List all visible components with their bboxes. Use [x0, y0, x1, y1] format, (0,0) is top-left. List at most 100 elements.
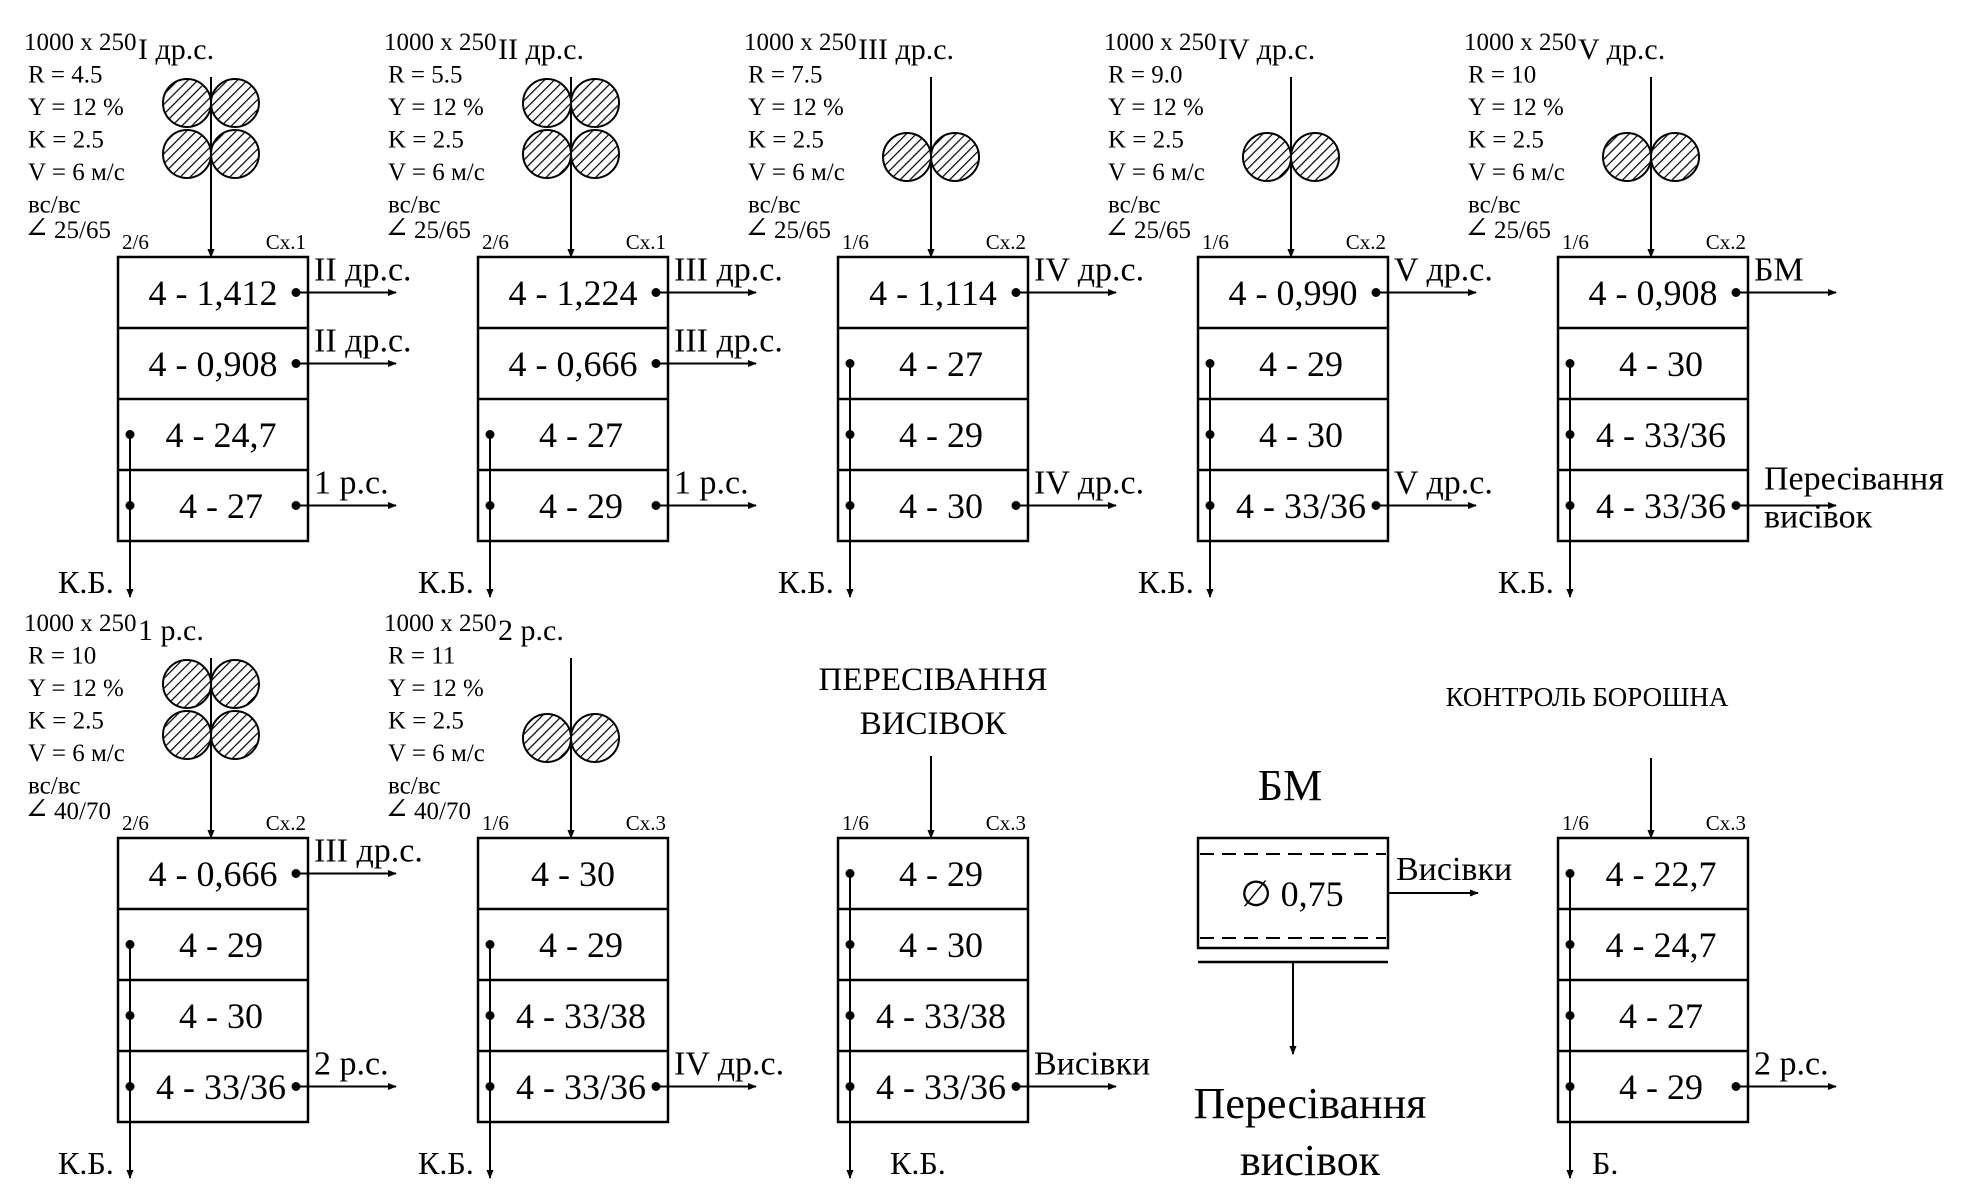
rs1-out-label-1: III др.с.	[314, 833, 423, 870]
dr5-cell-2: 4 - 30	[1619, 344, 1703, 384]
dr3-param-1: 1000 x 250	[744, 29, 857, 56]
ctrl-scheme-label: Сх.3	[1706, 811, 1746, 835]
dr3-roll-label: III др.с.	[858, 33, 954, 66]
dr3-roll-left	[882, 132, 932, 182]
rs1-out-label-4: 2 р.с.	[314, 1046, 389, 1083]
rbran-frame-label: 1/6	[842, 811, 869, 835]
rs1-roll-bottom-left	[162, 710, 212, 760]
dr5-out-label-4b: висівок	[1764, 499, 1873, 536]
dr5-frame-label: 1/6	[1562, 230, 1589, 254]
dr5-param-6: вс/вс	[1468, 192, 1520, 219]
dr4-out-label-4: V др.с.	[1394, 465, 1493, 502]
dr1-roll-top-right	[210, 78, 260, 128]
dr3-param-4: K = 2.5	[748, 127, 824, 154]
dr1-cell-2: 4 - 0,908	[149, 344, 278, 384]
dr3-angle-label: 25/65	[774, 217, 831, 244]
rs2-param-2: R = 11	[388, 643, 455, 670]
rs1-cell-3: 4 - 30	[179, 996, 263, 1036]
dr1-tail-label: К.Б.	[58, 564, 114, 600]
rbran-scheme-label: Сх.3	[986, 811, 1026, 835]
ctrl-cell-2: 4 - 24,7	[1606, 925, 1717, 965]
dr5-angle-label: 25/65	[1494, 217, 1551, 244]
dr4-scheme-label: Сх.2	[1346, 230, 1386, 254]
dr3-tail-label: К.Б.	[778, 564, 834, 600]
dr5-roll-right	[1650, 132, 1700, 182]
dr4-cell-2: 4 - 29	[1259, 344, 1343, 384]
rs1-param-4: K = 2.5	[28, 708, 104, 735]
rs2-out-label-4: IV др.с.	[674, 1046, 784, 1083]
dr5-roll-label: V др.с.	[1578, 33, 1665, 66]
rs1-tail-label: К.Б.	[58, 1145, 114, 1181]
dr4-angle-symbol: ∠	[1104, 212, 1129, 245]
dr1-param-5: V = 6 м/с	[28, 159, 125, 186]
rs2-tail-label: К.Б.	[418, 1145, 474, 1181]
dr3-scheme-label: Сх.2	[986, 230, 1026, 254]
rs1-param-3: Y = 12 %	[28, 675, 124, 702]
dr4-roll-left	[1242, 132, 1292, 182]
dr1-param-6: вс/вс	[28, 192, 80, 219]
rs2-param-3: Y = 12 %	[388, 675, 484, 702]
dr1-param-1: 1000 x 250	[24, 29, 137, 56]
rs2-cell-3: 4 - 33/38	[516, 996, 646, 1036]
rs2-roll-right	[570, 713, 620, 763]
rs2-cell-4: 4 - 33/36	[516, 1067, 646, 1107]
dr4-cell-4: 4 - 33/36	[1236, 486, 1366, 526]
rs1-angle-symbol: ∠	[24, 793, 49, 826]
dr2-cell-4: 4 - 29	[539, 486, 623, 526]
dr5-out-label-1: БМ	[1754, 252, 1804, 289]
rs1-angle-label: 40/70	[54, 798, 111, 825]
rs2-cell-2: 4 - 29	[539, 925, 623, 965]
rbran-title-1: ПЕРЕСІВАННЯ	[819, 662, 1048, 698]
dr3-cell-2: 4 - 27	[899, 344, 983, 384]
dr1-out-label-1: II др.с.	[314, 252, 412, 289]
dr5-cell-4: 4 - 33/36	[1596, 486, 1726, 526]
rs2-cell-1: 4 - 30	[531, 854, 615, 894]
dr3-out-label-4: IV др.с.	[1034, 465, 1144, 502]
bm-sieve-label: ∅ 0,75	[1240, 874, 1343, 914]
dr2-roll-label: II др.с.	[498, 33, 584, 66]
dr5-param-1: 1000 x 250	[1464, 29, 1577, 56]
rs1-cell-4: 4 - 33/36	[156, 1067, 286, 1107]
rs1-roll-top-left	[162, 659, 212, 709]
rs2-param-6: вс/вс	[388, 773, 440, 800]
dr3-roll-right	[930, 132, 980, 182]
rs2-frame-label: 1/6	[482, 811, 509, 835]
rs2-param-1: 1000 x 250	[384, 610, 497, 637]
dr2-param-2: R = 5.5	[388, 62, 463, 89]
dr2-param-5: V = 6 м/с	[388, 159, 485, 186]
dr1-angle-symbol: ∠	[24, 212, 49, 245]
dr1-param-4: K = 2.5	[28, 127, 104, 154]
dr3-angle-symbol: ∠	[744, 212, 769, 245]
rs2-roll-left	[522, 713, 572, 763]
rs2-param-5: V = 6 м/с	[388, 740, 485, 767]
dr1-cell-4: 4 - 27	[179, 486, 263, 526]
rbran-cell-1: 4 - 29	[899, 854, 983, 894]
ctrl-title-1: КОНТРОЛЬ БОРОШНА	[1446, 682, 1729, 712]
dr1-roll-bottom-left	[162, 129, 212, 179]
dr2-param-6: вс/вс	[388, 192, 440, 219]
dr3-param-6: вс/вс	[748, 192, 800, 219]
ctrl-cell-3: 4 - 27	[1619, 996, 1703, 1036]
bm-title: БМ	[1258, 761, 1322, 810]
rs1-cell-2: 4 - 29	[179, 925, 263, 965]
rs1-param-5: V = 6 м/с	[28, 740, 125, 767]
rs1-roll-bottom-right	[210, 710, 260, 760]
dr5-roll-left	[1602, 132, 1652, 182]
dr5-param-2: R = 10	[1468, 62, 1536, 89]
rs1-param-2: R = 10	[28, 643, 96, 670]
rbran-title-2: ВИСІВОК	[860, 706, 1008, 742]
rs2-roll-label: 2 р.с.	[498, 614, 564, 647]
dr3-param-5: V = 6 м/с	[748, 159, 845, 186]
dr2-param-3: Y = 12 %	[388, 94, 484, 121]
dr1-param-2: R = 4.5	[28, 62, 103, 89]
bm-output-label: Висівки	[1396, 851, 1512, 888]
dr1-out-label-4: 1 р.с.	[314, 465, 389, 502]
ctrl-out-label-4: 2 р.с.	[1754, 1046, 1829, 1083]
rbran-tail-label: К.Б.	[890, 1145, 946, 1181]
